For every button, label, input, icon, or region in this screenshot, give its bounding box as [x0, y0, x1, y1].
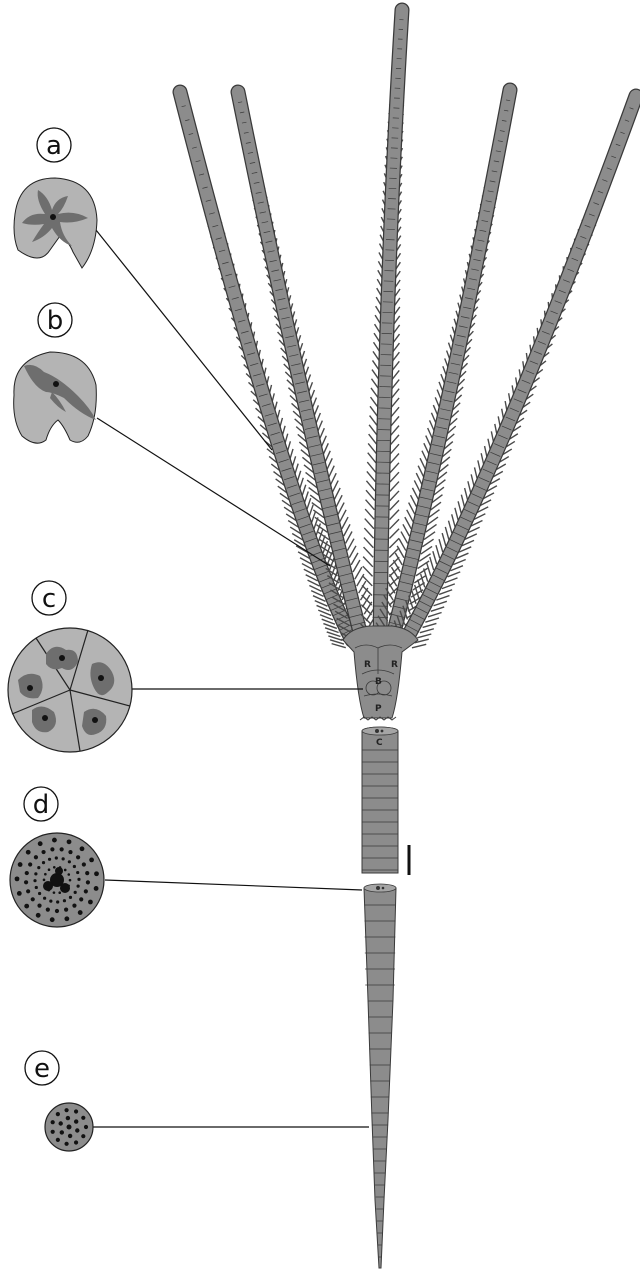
panel-c: c — [8, 581, 132, 752]
panel-d: d — [10, 787, 104, 927]
panel-label-d: d — [33, 790, 50, 820]
plate-label-radial-right: R — [391, 660, 398, 670]
crinoid-arms — [177, 10, 638, 648]
leader-line-d — [105, 880, 362, 890]
plate-label-basal: B — [375, 677, 382, 687]
stem-upper: C — [362, 727, 398, 873]
panel-label-a: a — [46, 131, 62, 161]
arm-5 — [392, 96, 639, 648]
crinoid-illustration: R R B P C — [177, 10, 638, 1268]
arm-cross-section-icon — [14, 178, 97, 268]
cup-cross-section-icon — [8, 628, 132, 752]
panel-b: b — [14, 303, 97, 443]
panel-label-b: b — [47, 306, 64, 336]
leader-lines — [93, 230, 369, 1127]
stem-lower — [364, 884, 396, 1268]
calyx: R R B P — [343, 626, 418, 718]
panel-label-c: c — [42, 584, 56, 614]
plate-label-proximal: P — [375, 704, 382, 714]
stem-cross-section-icon-2 — [45, 1103, 93, 1151]
panel-label-e: e — [34, 1054, 50, 1084]
panel-e: e — [25, 1051, 93, 1151]
plate-label-radial-left: R — [364, 660, 371, 670]
plate-label-column: C — [376, 738, 383, 748]
panel-a: a — [14, 128, 97, 268]
stem-cross-section-icon — [10, 833, 104, 927]
arm-cross-section-icon-2 — [14, 352, 97, 443]
